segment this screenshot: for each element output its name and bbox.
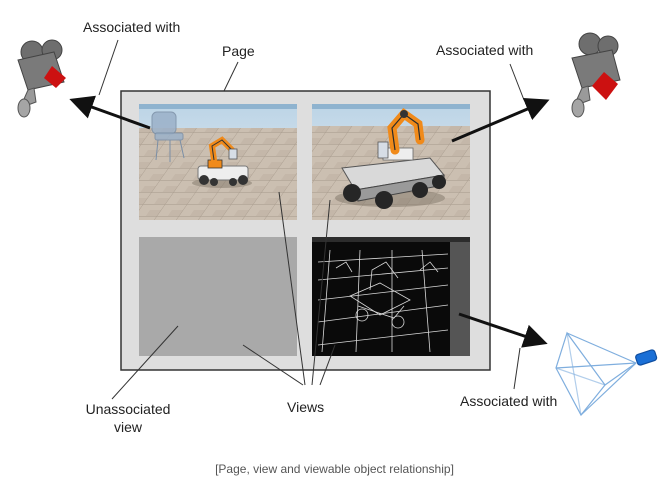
label-associated-top-left: Associated with	[83, 19, 181, 35]
view-unassociated	[139, 237, 297, 356]
figure-caption: [Page, view and viewable object relation…	[215, 462, 454, 476]
arrow-to-top-right-camera	[451, 97, 550, 143]
views-pointer-line-1	[242, 344, 304, 386]
associated-top-right-pointer-line	[509, 63, 525, 101]
label-views: Views	[287, 399, 325, 415]
pointer-lines	[98, 39, 525, 400]
associated-bottom-right-pointer-line	[513, 347, 521, 390]
robot-shape-small	[192, 136, 252, 188]
view-top-left	[139, 104, 297, 220]
arrow-to-top-left-camera	[69, 95, 151, 130]
label-unassociated-view: Unassociated view	[73, 400, 183, 436]
page-pointer-line	[223, 61, 239, 92]
view-top-right	[312, 104, 470, 220]
perspective-camera-icon	[555, 331, 658, 417]
chair-shape	[151, 111, 185, 162]
arrow-to-perspective-camera	[458, 312, 548, 348]
label-associated-top-right: Associated with	[436, 42, 534, 58]
label-associated-bottom-right: Associated with	[460, 393, 558, 409]
views-pointer-line-4	[319, 344, 336, 386]
label-page: Page	[222, 43, 255, 59]
associated-top-left-pointer-line	[98, 39, 119, 96]
movie-camera-icon	[571, 32, 621, 118]
movie-camera-icon	[17, 39, 66, 118]
unassociated-pointer-line	[111, 325, 179, 400]
views-pointer-line-3	[311, 199, 331, 386]
views-pointer-line-2	[278, 191, 306, 386]
association-arrows	[69, 95, 550, 348]
label-unassociated-line2: view	[113, 419, 142, 435]
label-unassociated-line1: Unassociated	[85, 401, 171, 417]
robot-shape-large	[335, 107, 446, 209]
view-wireframe	[312, 237, 470, 356]
